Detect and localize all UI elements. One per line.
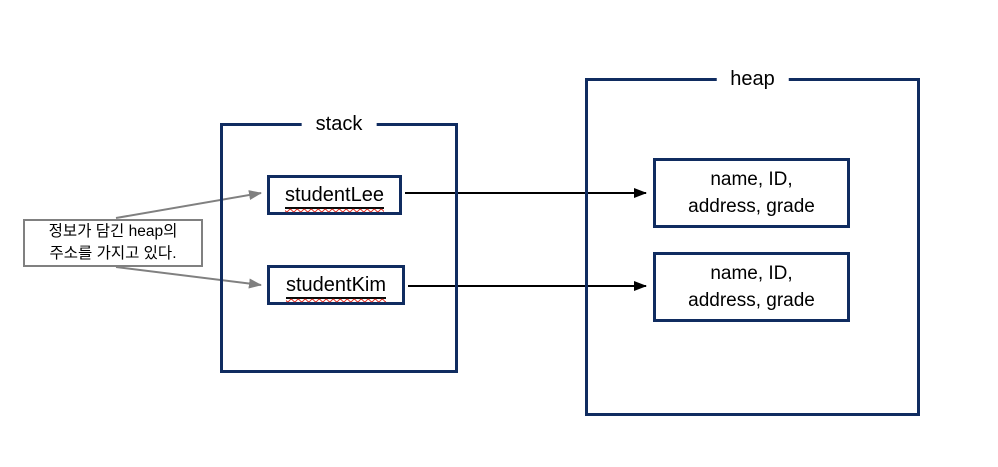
heap-container-label: heap <box>716 67 789 92</box>
studentlee-label-squiggle: studentLee <box>285 184 384 209</box>
stack-container-label: stack <box>301 112 377 137</box>
studentkim-label: studentKim <box>285 274 387 299</box>
annotation-line-1: 정보가 담긴 heap의 <box>48 223 178 240</box>
stack-variable-box-studentkim: studentKim <box>267 265 405 305</box>
heap-object-box-1: name, ID, address, grade <box>653 158 850 228</box>
heap-object-1-line-1: name, ID, <box>710 169 793 190</box>
annotation-callout-box: 정보가 담긴 heap의 주소를 가지고 있다. <box>23 219 203 267</box>
stack-container: stack <box>220 112 458 373</box>
studentkim-label-squiggle: studentKim <box>285 274 387 299</box>
heap-object-2-line-1: name, ID, <box>710 263 793 284</box>
studentlee-label: studentLee <box>285 184 384 209</box>
heap-object-2-line-2: address, grade <box>688 290 815 311</box>
heap-object-box-2: name, ID, address, grade <box>653 252 850 322</box>
stack-variable-box-studentlee: studentLee <box>267 175 402 215</box>
heap-container: heap <box>585 67 920 416</box>
annotation-line-2: 주소를 가지고 있다. <box>49 245 177 262</box>
heap-object-1-line-2: address, grade <box>688 196 815 217</box>
